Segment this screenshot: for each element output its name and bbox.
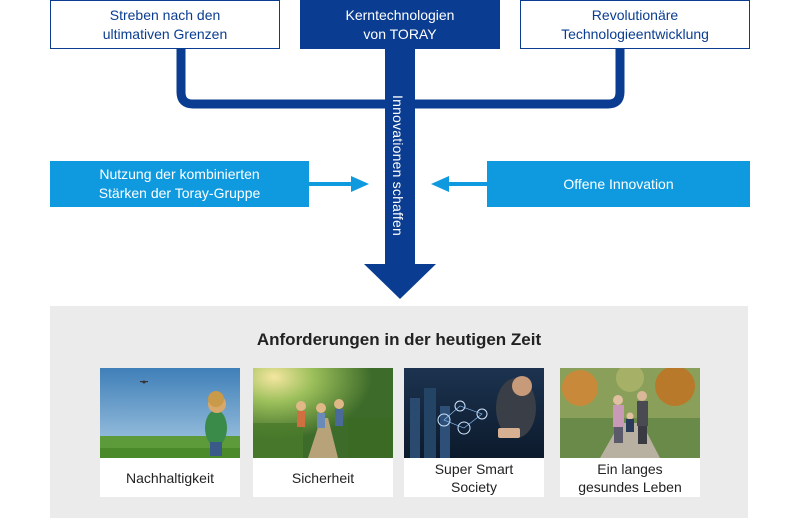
card-safety-line1: Sicherheit	[291, 469, 355, 486]
box-core-technologies-line2: von TORAY	[363, 25, 437, 42]
box-core-technologies: Kerntechnologien von TORAY	[300, 0, 500, 49]
left-arrow-head	[351, 176, 369, 192]
box-group-strengths-line1: Nutzung der kombinierten	[99, 166, 260, 182]
box-revolutionary-tech-line2: Technologieentwicklung	[561, 25, 709, 42]
main-arrow-head	[364, 264, 436, 299]
card-healthy-life-line2: gesundes Leben	[578, 478, 682, 495]
left-arrow-shaft	[309, 182, 351, 186]
card-sustainability-line1: Nachhaltigkeit	[126, 469, 214, 486]
box-ultimate-limits-line2: ultimativen Grenzen	[102, 25, 228, 42]
card-smart-society-line1: Super Smart	[434, 460, 514, 477]
main-arrow-shaft	[385, 48, 415, 264]
sustainability-photo	[100, 368, 240, 458]
right-arrow-shaft	[449, 182, 487, 186]
arrow-label: Innovationen schaffen	[390, 94, 406, 236]
safety-photo	[253, 368, 393, 458]
card-healthy-life-label: Ein langes gesundes Leben	[560, 458, 700, 497]
box-revolutionary-tech-line1: Revolutionäre	[591, 6, 679, 23]
box-open-innovation: Offene Innovation	[487, 161, 750, 207]
demands-title: Anforderungen in der heutigen Zeit	[256, 330, 542, 349]
right-connector	[410, 48, 625, 109]
card-smart-society-label: Super Smart Society	[404, 458, 544, 497]
healthy-life-photo	[560, 368, 700, 458]
box-revolutionary-tech: Revolutionäre Technologieentwicklung	[520, 0, 750, 49]
card-sustainability-label: Nachhaltigkeit	[100, 458, 240, 497]
card-healthy-life-line1: Ein langes	[597, 460, 663, 477]
box-group-strengths-line2: Stärken der Toray-Gruppe	[98, 185, 261, 201]
box-open-innovation-line1: Offene Innovation	[563, 175, 674, 192]
box-core-technologies-line1: Kerntechnologien	[345, 6, 455, 23]
box-ultimate-limits: Streben nach den ultimativen Grenzen	[50, 0, 280, 49]
left-connector	[176, 48, 390, 109]
card-safety-label: Sicherheit	[253, 458, 393, 497]
box-group-strengths: Nutzung der kombinierten Stärken der Tor…	[50, 161, 309, 207]
right-arrow-head	[431, 176, 449, 192]
card-sustainability: Nachhaltigkeit	[100, 368, 240, 497]
card-smart-society-line2: Society	[451, 478, 497, 495]
smart-society-photo	[404, 368, 544, 458]
card-smart-society: Super Smart Society	[404, 368, 544, 497]
card-safety: Sicherheit	[253, 368, 393, 497]
box-ultimate-limits-line1: Streben nach den	[109, 6, 221, 23]
card-healthy-life: Ein langes gesundes Leben	[560, 368, 700, 497]
demands-panel: Anforderungen in der heutigen Zeit	[50, 306, 748, 518]
